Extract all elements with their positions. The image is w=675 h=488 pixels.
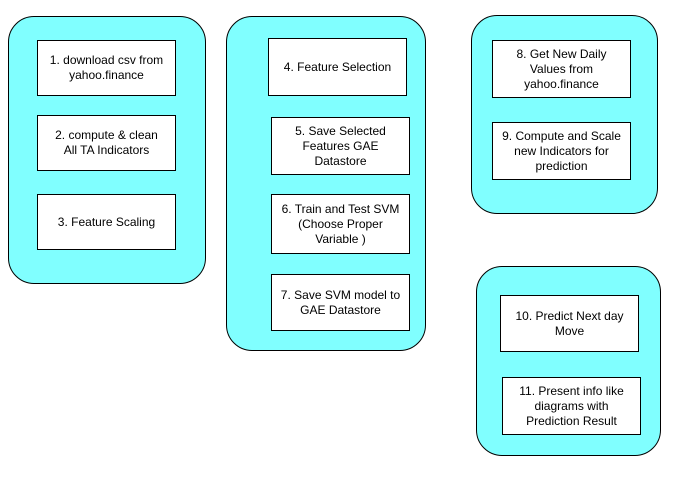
step-5-box: 5. Save Selected Features GAE Datastore <box>271 117 410 175</box>
step-3-box: 3. Feature Scaling <box>37 194 176 250</box>
step-1-box: 1. download csv from yahoo.finance <box>37 40 176 96</box>
step-11-box: 11. Present info like diagrams with Pred… <box>502 377 641 435</box>
step-7-box: 7. Save SVM model to GAE Datastore <box>271 274 410 331</box>
step-8-box: 8. Get New Daily Values from yahoo.finan… <box>492 40 631 98</box>
step-9-box: 9. Compute and Scale new Indicators for … <box>492 122 631 180</box>
step-2-box: 2. compute & clean All TA Indicators <box>37 115 176 171</box>
step-10-box: 10. Predict Next day Move <box>500 295 639 352</box>
step-6-box: 6. Train and Test SVM (Choose Proper Var… <box>271 194 410 254</box>
step-4-box: 4. Feature Selection <box>268 38 407 96</box>
